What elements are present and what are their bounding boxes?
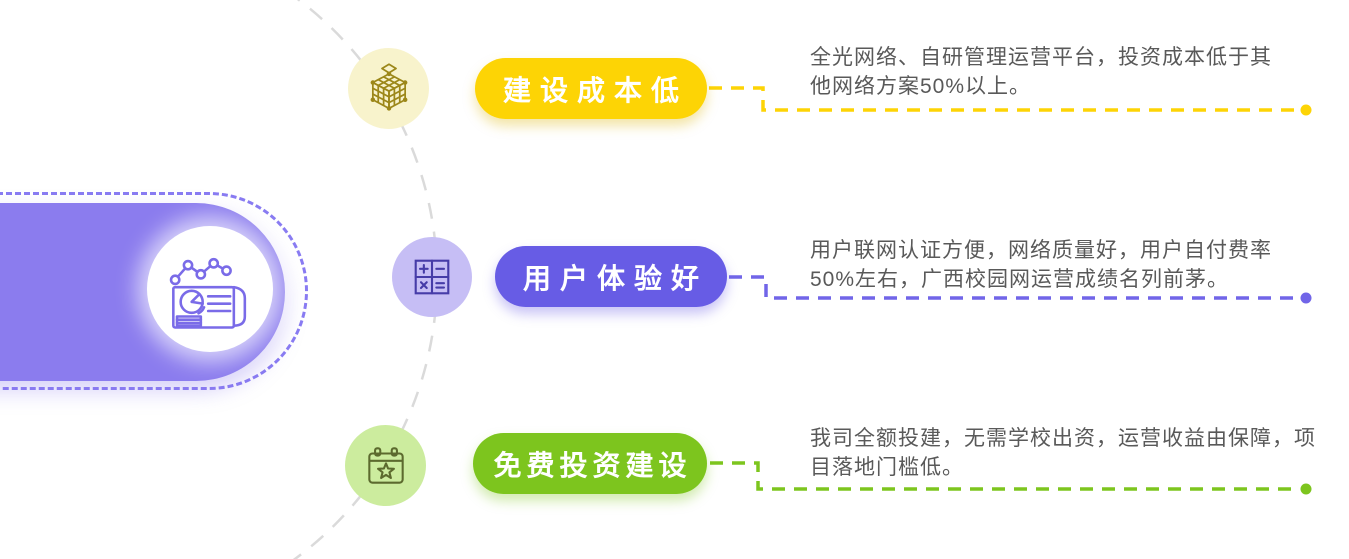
- cube-3d-icon: [370, 62, 407, 111]
- feature-description-free-investment: 我司全额投建，无需学校出资，运营收益由保障，项 目落地门槛低。: [810, 427, 1316, 479]
- feature-label: 免费投资建设: [493, 449, 692, 481]
- feature-icon-circle-build-cost: [348, 48, 429, 129]
- feature-label: 用户体验好: [522, 262, 708, 294]
- feature-description-build-cost: 全光网络、自研管理运营平台，投资成本低于其 他网络方案50%以上。: [810, 46, 1272, 98]
- connector-dot-build-cost: [1300, 104, 1312, 116]
- feature-pill-free-investment: 免费投资建设: [473, 433, 707, 494]
- feature-pill-build-cost: 建设成本低: [475, 58, 707, 119]
- feature-pill-user-experience: 用户体验好: [495, 246, 727, 307]
- feature-icon-circle-user-experience: [392, 237, 472, 317]
- hero-dashed-outline: [0, 192, 308, 390]
- report-chart-icon: [169, 257, 247, 329]
- connector-dot-user-experience: [1300, 292, 1312, 304]
- connector-dot-free-investment: [1300, 483, 1312, 495]
- hero-icon-circle: [147, 226, 273, 352]
- calculator-icon: [414, 259, 450, 295]
- feature-description-user-experience: 用户联网认证方便，网络质量好，用户自付费率 50%左右，广西校园网运营成绩名列前…: [810, 239, 1272, 291]
- feature-icon-circle-free-investment: [345, 425, 426, 506]
- calendar-star-icon: [367, 446, 404, 484]
- feature-label: 建设成本低: [502, 74, 688, 106]
